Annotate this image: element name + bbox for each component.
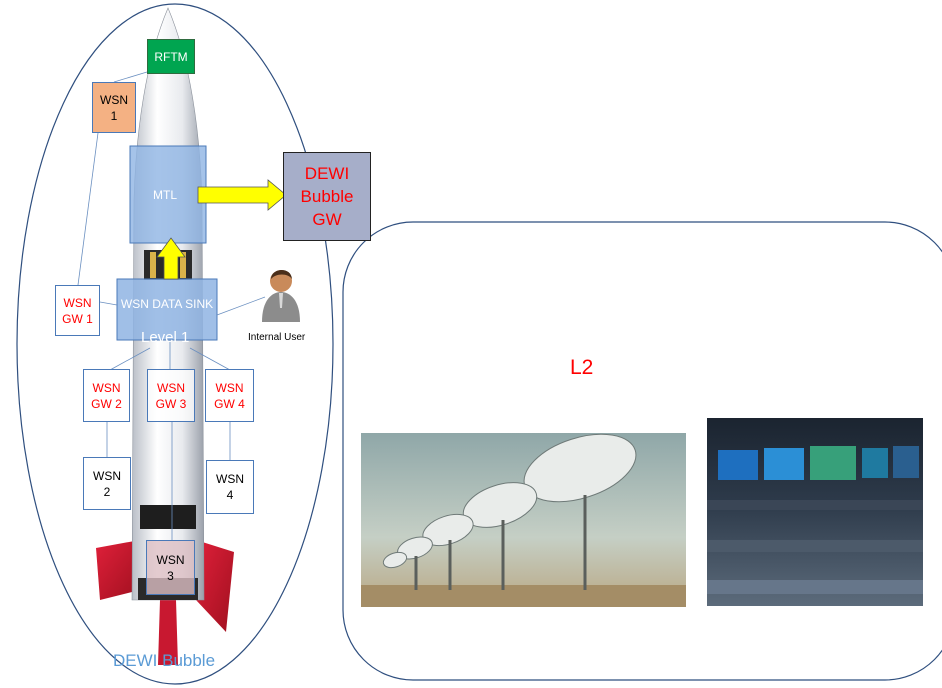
- dewi-gw-label: DEWI Bubble GW: [300, 164, 354, 229]
- wsn-node-1[interactable]: WSN 1: [92, 82, 136, 133]
- rftm-label: RFTM: [154, 49, 188, 64]
- wsn-node-4[interactable]: WSN 4: [206, 460, 254, 514]
- wsn-node-2[interactable]: WSN 2: [83, 457, 131, 510]
- wsn-gateway-2[interactable]: WSN GW 2: [83, 369, 130, 422]
- wsn-gateway-1[interactable]: WSN GW 1: [55, 285, 100, 336]
- mission-control-image: [707, 418, 923, 606]
- rftm-box[interactable]: RFTM: [147, 39, 195, 74]
- wsn-data-sink-box[interactable]: [116, 278, 218, 341]
- wsn-node-label: WSN 3: [156, 552, 185, 583]
- wsn-gateway-label: WSN GW 2: [91, 380, 122, 411]
- wsn-gateway-4[interactable]: WSN GW 4: [205, 369, 254, 422]
- wsn-gateway-label: WSN GW 4: [214, 380, 245, 411]
- dewi-bubble-gw-box[interactable]: DEWI Bubble GW: [283, 152, 371, 241]
- wsn-gateway-label: WSN GW 1: [62, 295, 93, 326]
- l2-region-outline: [342, 221, 942, 681]
- level-1-label: Level 1: [141, 329, 190, 346]
- wsn-node-3[interactable]: WSN 3: [146, 540, 195, 595]
- wsn-node-label: WSN 2: [93, 468, 121, 499]
- wsn-data-sink-label: WSN DATA SINK: [120, 297, 214, 311]
- internal-user-icon[interactable]: [262, 269, 300, 322]
- wsn-node-label: WSN 4: [216, 472, 244, 502]
- wsn-gateway-label: WSN GW 3: [155, 380, 187, 411]
- l2-label: L2: [570, 356, 594, 379]
- arrow-mtl-to-gw: [197, 179, 287, 211]
- radio-telescope-image: [361, 433, 686, 607]
- wsn-node-label: WSN 1: [100, 92, 128, 123]
- dewi-bubble-label: DEWI Bubble: [113, 651, 216, 670]
- internal-user-label: Internal User: [248, 332, 306, 343]
- arrow-sink-to-mtl: [156, 237, 186, 280]
- mtl-label: MTL: [153, 188, 177, 202]
- wsn-gateway-3[interactable]: WSN GW 3: [147, 369, 195, 422]
- connector-lines: [77, 71, 266, 540]
- dewi-bubble-outline: [16, 3, 334, 685]
